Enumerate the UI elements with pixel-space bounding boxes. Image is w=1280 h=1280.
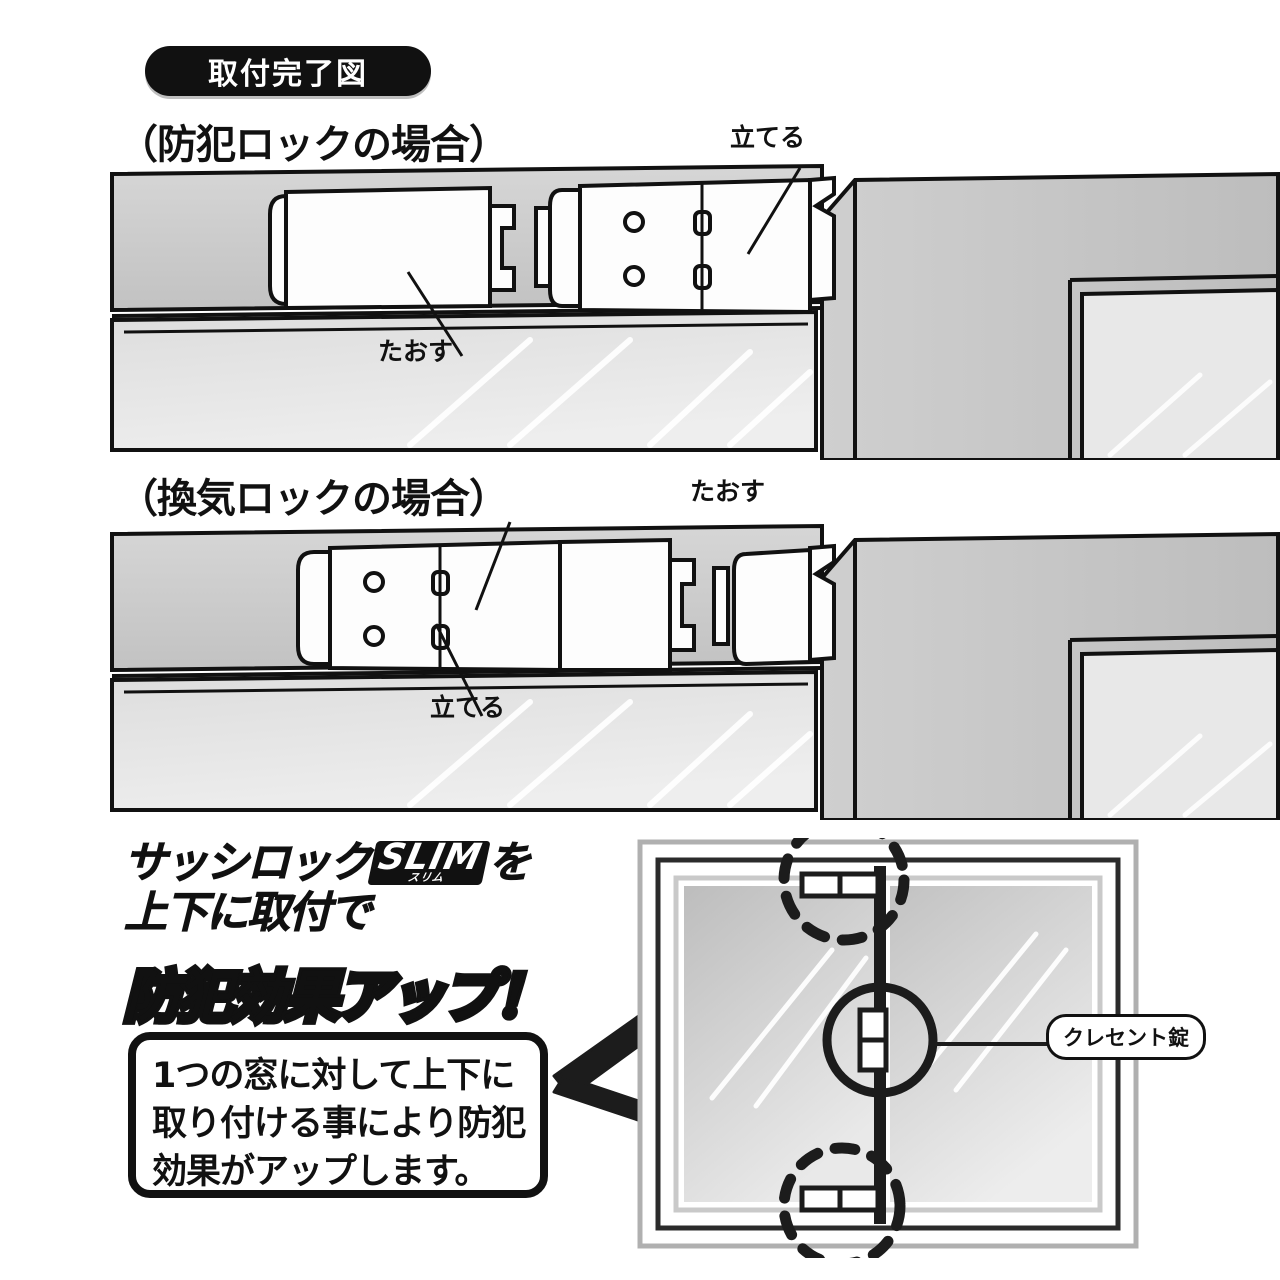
window-pane-left [684,886,874,1202]
crescent-lock-callout: クレセント錠 [1046,1014,1206,1060]
label-lay-panel2: たおす [690,477,766,506]
highlight-circle-crescent [822,982,938,1098]
promo-product-name: サッシロック [124,838,373,889]
promo-body-line-1: 1つの窓に対して上下に [152,1056,515,1096]
lock-unit-bottom [799,1185,881,1213]
promo-headline-wrap: 防犯効果アップ！ [121,952,555,1034]
slim-logo-text: SLIM [374,837,486,878]
crescent-lock-label: クレセント錠 [1063,1026,1189,1050]
highlight-circle-bottom [778,1142,906,1258]
highlight-circle-top [778,838,910,946]
lock-unit-top [799,871,881,899]
figure-security-lock [110,163,1280,460]
promo-body-line-3: 効果がアップします。 [152,1152,490,1192]
promo-particle: を [488,838,532,889]
badge-label: 取付完了図 [208,57,368,92]
panel-1-title: （防犯ロックの場合） [118,122,509,168]
crescent-lock-icon [857,1007,889,1073]
section-badge: 取付完了図 [145,46,431,96]
label-stand-panel1: 立てる [730,123,806,152]
window-overview-diagram [637,838,1139,1258]
panel-2-title: （換気ロックの場合） [118,476,509,522]
label-stand-panel2: 立てる [430,693,506,722]
label-lay-panel1: たおす [378,337,454,366]
promo-body-line-2: 取り付ける事により防犯 [152,1104,526,1144]
promo-line-2: 上下に取付で [124,888,373,939]
promo-headline: 防犯効果アップ！ [121,962,555,1034]
promo-description-box: 1つの窓に対して上下に 取り付ける事により防犯 効果がアップします。 [128,1032,548,1198]
figure-vent-lock [110,521,1280,820]
